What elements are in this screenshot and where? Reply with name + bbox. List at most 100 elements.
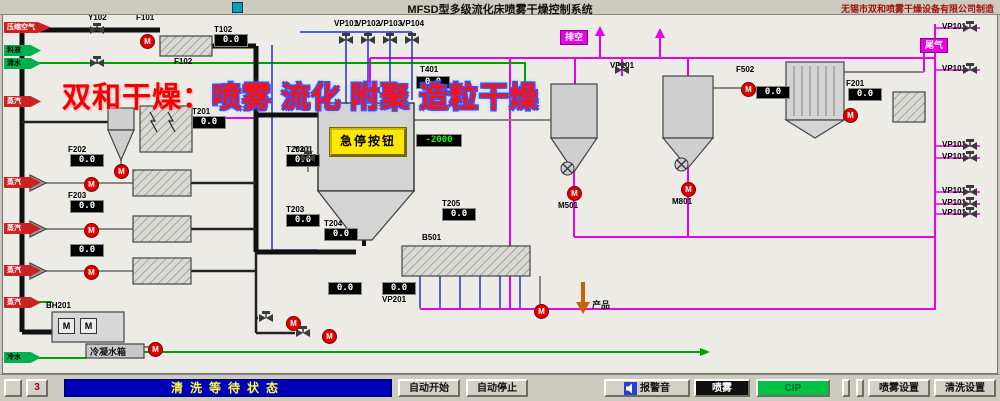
equipment-tag: VP103 (378, 19, 403, 28)
valve-icon[interactable] (295, 326, 311, 340)
alarm-sound-button[interactable]: 报警音 (604, 379, 690, 397)
equipment-tag: F102 (174, 57, 193, 66)
motor-icon[interactable]: M (286, 316, 301, 331)
pump-icon[interactable]: M (80, 318, 97, 334)
stream-label: 蒸汽 (4, 223, 41, 234)
value-display: 0.0 (328, 282, 362, 295)
motor-icon[interactable]: M (148, 342, 163, 357)
equipment-tag: VP102 (356, 19, 381, 28)
stream-label: 蒸汽 (4, 177, 41, 188)
clean-settings-button[interactable]: 清洗设置 (934, 379, 996, 397)
equipment-tag: F101 (136, 13, 155, 22)
condenser (785, 61, 845, 121)
control-pipes (271, 31, 521, 308)
train-ducts (22, 120, 295, 335)
motor-icon[interactable]: M (84, 223, 99, 238)
auto-stop-button[interactable]: 自动停止 (466, 379, 528, 397)
page-indicator[interactable]: 3 (26, 379, 48, 397)
motor-icon[interactable]: M (84, 177, 99, 192)
speaker-icon (624, 381, 637, 395)
air-heater-f102 (159, 35, 213, 57)
text-label: 冷凝水箱 (90, 347, 127, 357)
motor-icon[interactable]: M (114, 164, 129, 179)
equipment-tag: F502 (736, 65, 755, 74)
motor-icon[interactable]: M (534, 304, 549, 319)
value-display: 0.0 (70, 200, 104, 213)
equipment-tag: Y301 (294, 145, 313, 154)
rotary-valve-icon[interactable] (560, 161, 575, 176)
equipment-tag: VP101 (942, 22, 967, 31)
motor-icon[interactable]: M (843, 108, 858, 123)
motor-icon[interactable]: M (84, 265, 99, 280)
value-display: 0.0 (382, 282, 416, 295)
rotary-valve-icon[interactable] (674, 157, 689, 172)
motor-icon[interactable]: M (140, 34, 155, 49)
value-display: 0.0 (416, 76, 450, 89)
window-icon (232, 2, 243, 13)
value-display: 0.0 (70, 154, 104, 167)
value-display: 0.0 (848, 88, 882, 101)
exhaust-filter (892, 91, 926, 123)
spray-settings-button[interactable]: 喷雾设置 (868, 379, 930, 397)
valve-icon[interactable] (258, 311, 274, 325)
stream-label: 蒸汽 (4, 297, 41, 308)
bag-filter (139, 105, 193, 153)
valve-icon[interactable] (962, 139, 978, 153)
equipment-tag: F201 (846, 79, 865, 88)
equipment-tag: VP101 (942, 208, 967, 217)
equipment-tag: T203 (286, 205, 305, 214)
watermark-brand: 双和干燥： (62, 82, 213, 114)
motor-icon[interactable]: M (681, 182, 696, 197)
equipment-tag: VP101 (334, 19, 359, 28)
page-title: MFSD型多级流化床喷雾干燥控制系统 (407, 4, 593, 16)
equipment-tag: T202 (286, 145, 305, 154)
flow-flag: 排空 (560, 30, 589, 45)
text-label: 产品 (592, 300, 611, 310)
valve-icon[interactable] (382, 33, 398, 47)
motor-icon[interactable]: M (322, 329, 337, 344)
valve-icon[interactable] (614, 63, 630, 77)
equipment-tag: VP101 (942, 152, 967, 161)
equipment-tag: VP101 (942, 186, 967, 195)
separator (842, 379, 850, 397)
auto-start-button[interactable]: 自动开始 (398, 379, 460, 397)
valve-icon[interactable] (962, 63, 978, 77)
stream-label: 清水 (4, 58, 41, 69)
valve-icon[interactable] (338, 33, 354, 47)
valve-icon[interactable] (360, 33, 376, 47)
fluid-bed (401, 245, 531, 277)
valve-icon[interactable] (300, 151, 316, 165)
valve-icon[interactable] (962, 207, 978, 221)
valve-icon[interactable] (89, 23, 105, 37)
manufacturer-label: 无锡市双和喷雾干燥设备有限公司制造 (840, 4, 994, 14)
equipment-tag: VP104 (400, 19, 425, 28)
pump-icon[interactable]: M (58, 318, 75, 334)
value-display: 0.0 (214, 34, 248, 47)
watermark: 双和干燥：喷雾 流化 附聚 造粒干燥 (62, 74, 539, 116)
links (46, 71, 924, 348)
valve-icon[interactable] (962, 21, 978, 35)
valve-icon[interactable] (962, 185, 978, 199)
valve-icon[interactable] (962, 197, 978, 211)
emergency-stop-button[interactable]: 急停按钮 (330, 128, 406, 156)
equipment-tag: T204 (324, 219, 343, 228)
valve-icon[interactable] (89, 56, 105, 70)
motor-icon[interactable]: M (567, 186, 582, 201)
valve-icon[interactable] (404, 33, 420, 47)
lightning-icon (149, 111, 176, 133)
equipment-tag: Y102 (88, 13, 107, 22)
alarm-sound-label: 报警音 (640, 382, 670, 394)
condensate-tank (85, 343, 145, 359)
menu-button[interactable] (4, 379, 22, 397)
watermark-slogan: 喷雾 流化 附聚 造粒干燥 (212, 82, 540, 114)
equipment-tag: F203 (68, 191, 87, 200)
cyclone-2-cone (661, 137, 715, 169)
heater-2 (132, 215, 192, 243)
heater-3 (132, 257, 192, 285)
cip-button[interactable]: CIP (756, 379, 830, 397)
valve-icon[interactable] (962, 151, 978, 165)
motor-icon[interactable]: M (741, 82, 756, 97)
equipment-tag: VP101 (942, 64, 967, 73)
cyclone-1 (550, 83, 598, 139)
spray-button[interactable]: 喷雾 (694, 379, 750, 397)
